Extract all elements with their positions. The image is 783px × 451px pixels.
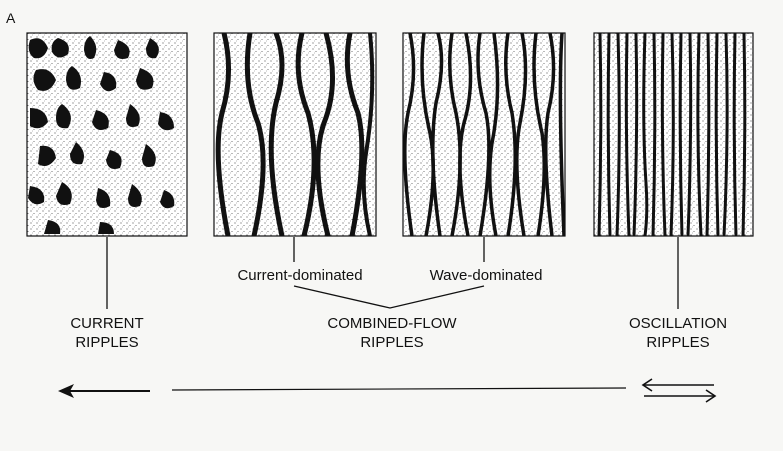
category-combined-line1: COMBINED-FLOW bbox=[327, 315, 457, 332]
category-oscillation-line1: OSCILLATION bbox=[629, 315, 727, 332]
label-wave-dominated: Wave-dominated bbox=[430, 267, 543, 284]
category-oscillation-line2: RIPPLES bbox=[646, 334, 709, 351]
panel-letter: A bbox=[6, 10, 16, 26]
connector-lines bbox=[106, 237, 679, 309]
label-current-dominated: Current-dominated bbox=[237, 267, 362, 284]
unidirectional-arrow bbox=[58, 384, 150, 398]
category-current-line2: RIPPLES bbox=[75, 334, 138, 351]
panel-combined-current-dominated bbox=[213, 32, 377, 237]
panel-oscillation-ripples bbox=[593, 32, 754, 237]
gradient-line bbox=[171, 387, 627, 391]
category-current-line1: CURRENT bbox=[70, 315, 143, 332]
category-combined-line2: RIPPLES bbox=[360, 334, 423, 351]
combined-flow-bracket bbox=[293, 285, 485, 309]
panel-combined-wave-dominated bbox=[402, 32, 566, 237]
panel-current-ripples bbox=[26, 32, 188, 237]
bidirectional-arrow bbox=[641, 378, 717, 403]
